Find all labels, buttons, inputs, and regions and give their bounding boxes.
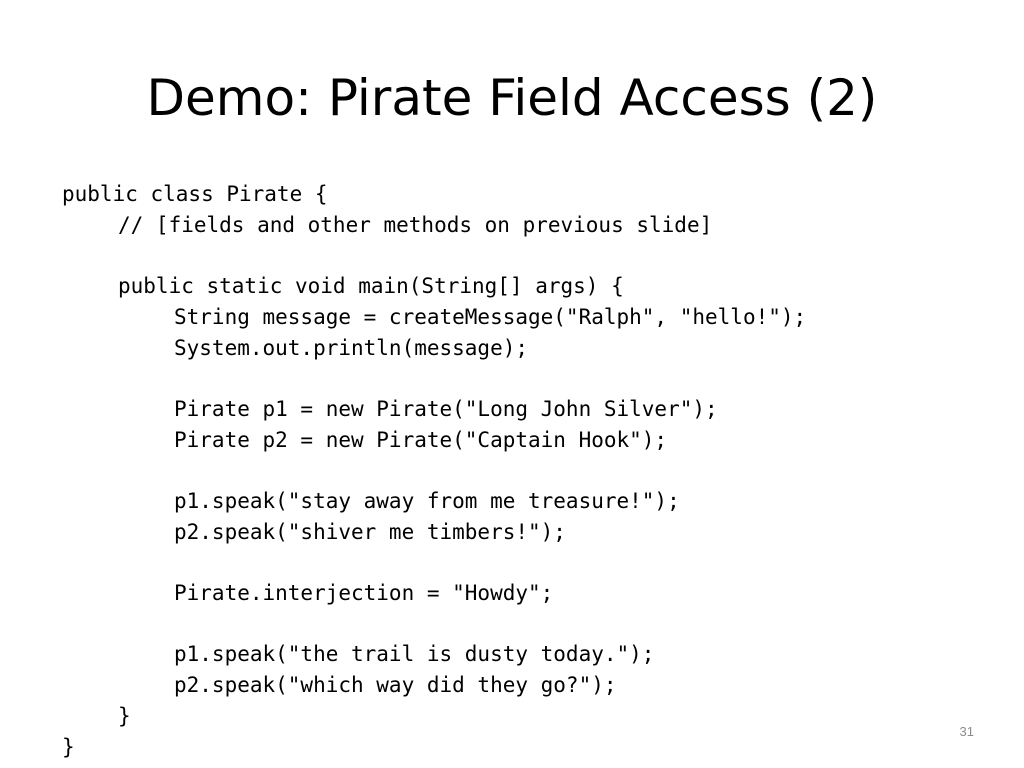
code-line-p2-speak-timbers: p2.speak("shiver me timbers!");	[174, 520, 566, 544]
code-line-new-pirate-p2: Pirate p2 = new Pirate("Captain Hook");	[174, 428, 668, 452]
code-line-new-pirate-p1: Pirate p1 = new Pirate("Long John Silver…	[174, 397, 718, 421]
code-line-create-message: String message = createMessage("Ralph", …	[174, 305, 807, 329]
code-line-p1-speak-treasure: p1.speak("stay away from me treasure!");	[174, 489, 680, 513]
code-line-comment: // [fields and other methods on previous…	[118, 213, 713, 237]
code-block: public class Pirate { // [fields and oth…	[62, 180, 1002, 760]
code-line-set-interjection: Pirate.interjection = "Howdy";	[174, 581, 554, 605]
code-line-class-close-brace: }	[62, 735, 75, 759]
code-line-println: System.out.println(message);	[174, 336, 529, 360]
page-number: 31	[959, 724, 974, 739]
code-line-main-signature: public static void main(String[] args) {	[118, 274, 624, 298]
code-line-main-close-brace: }	[118, 704, 131, 728]
code-line-p2-speak-which-way: p2.speak("which way did they go?");	[174, 673, 617, 697]
code-line-p1-speak-trail: p1.speak("the trail is dusty today.");	[174, 642, 655, 666]
code-line-class-declaration: public class Pirate {	[62, 182, 328, 206]
slide-title: Demo: Pirate Field Access (2)	[146, 69, 878, 127]
